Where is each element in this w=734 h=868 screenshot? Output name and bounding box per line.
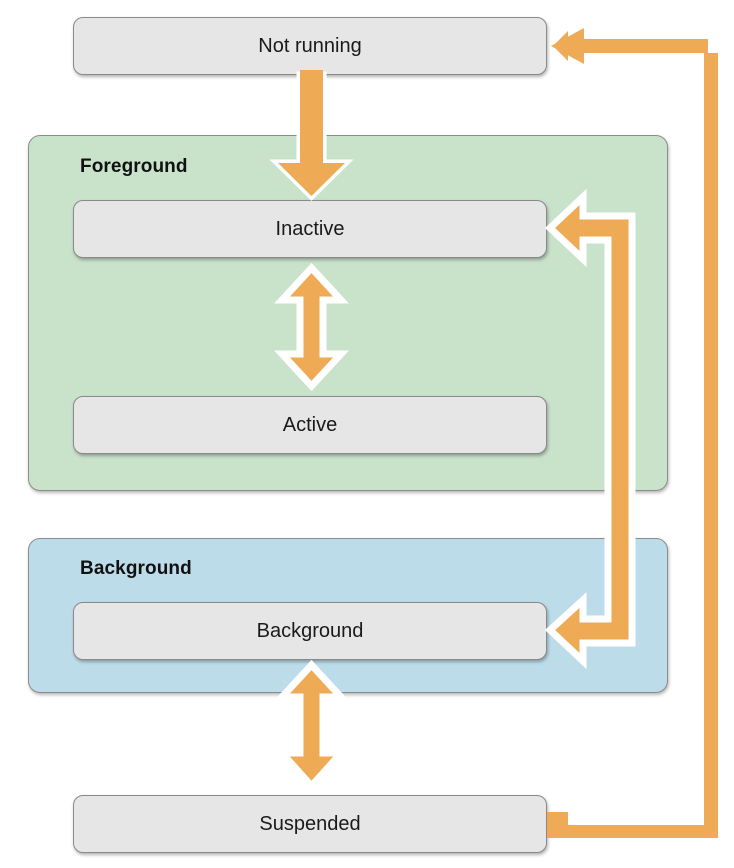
state-not-running-label: Not running: [258, 35, 362, 57]
state-inactive-label: Inactive: [275, 218, 345, 240]
state-active[interactable]: Active: [73, 396, 547, 454]
group-background-label: Background: [80, 558, 192, 579]
arrowhead-into-not-running: [551, 28, 708, 64]
state-inactive[interactable]: Inactive: [73, 200, 547, 258]
state-suspended[interactable]: Suspended: [73, 795, 547, 853]
state-active-label: Active: [282, 414, 338, 436]
state-suspended-label: Suspended: [259, 813, 361, 835]
state-background-label: Background: [256, 620, 364, 642]
group-foreground-label: Foreground: [80, 156, 188, 177]
state-not-running[interactable]: Not running: [73, 17, 547, 75]
state-background[interactable]: Background: [73, 602, 547, 660]
